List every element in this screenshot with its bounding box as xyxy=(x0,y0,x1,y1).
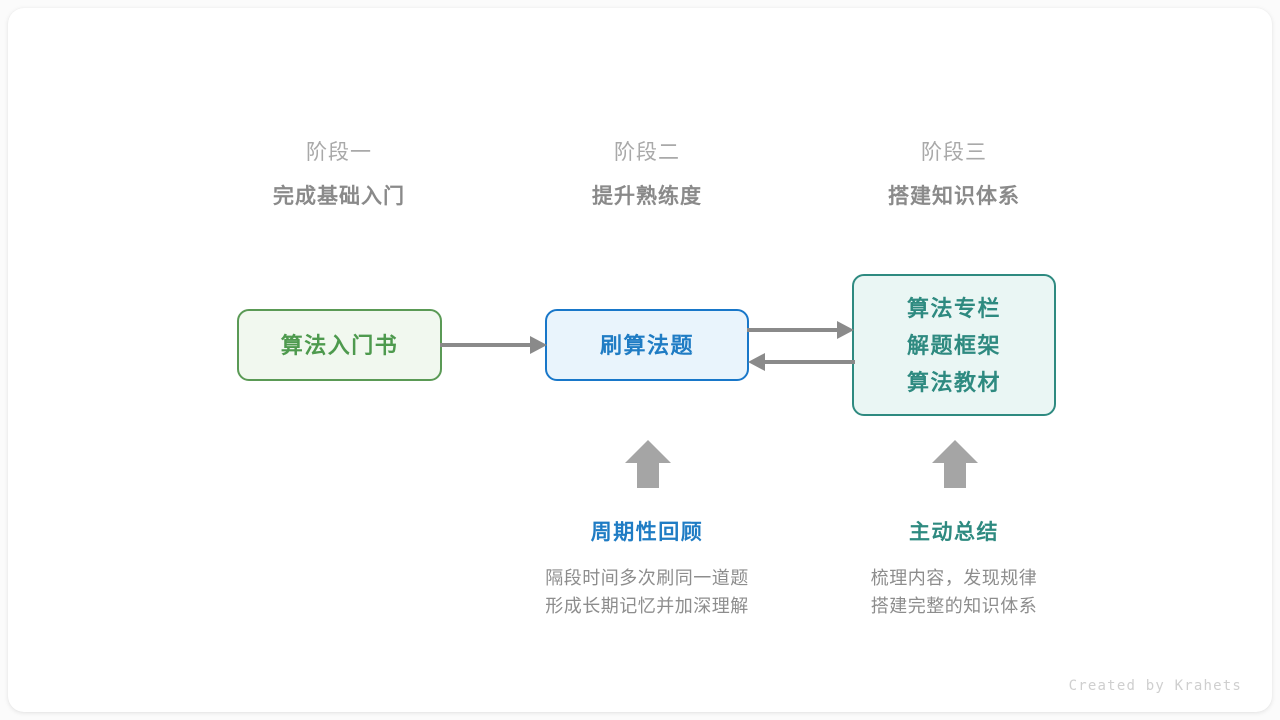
stage-header-1: 阶段一 完成基础入门 xyxy=(209,138,469,214)
node-label: 算法入门书 xyxy=(280,332,399,358)
node-practice-problems[interactable]: 刷算法题 xyxy=(545,309,749,381)
note-description: 梳理内容，发现规律 搭建完整的知识体系 xyxy=(804,564,1104,620)
node-label-line-2: 解题框架 xyxy=(906,332,1001,358)
stage-index-label: 阶段三 xyxy=(921,141,987,164)
note-description: 隔段时间多次刷同一道题 形成长期记忆并加深理解 xyxy=(497,564,797,620)
connector-practice-to-resources xyxy=(747,321,854,339)
note-description-line-2: 形成长期记忆并加深理解 xyxy=(545,596,749,616)
node-label-line-3: 算法教材 xyxy=(906,369,1001,395)
up-arrow-icon xyxy=(932,440,978,488)
credit-text: Created by Krahets xyxy=(1068,678,1242,694)
node-intro-book[interactable]: 算法入门书 xyxy=(237,309,442,381)
note-description-line-1: 隔段时间多次刷同一道题 xyxy=(545,568,749,588)
node-knowledge-resources[interactable]: 算法专栏 解题框架 算法教材 xyxy=(852,274,1056,416)
stage-title: 提升熟练度 xyxy=(592,185,702,208)
stage-index-label: 阶段一 xyxy=(306,141,372,164)
note-description-line-2: 搭建完整的知识体系 xyxy=(870,596,1038,616)
diagram-canvas: 阶段一 完成基础入门 阶段二 提升熟练度 阶段三 搭建知识体系 算法入门书 刷算… xyxy=(8,8,1272,712)
connector-book-to-practice xyxy=(440,336,547,354)
note-title: 主动总结 xyxy=(909,521,999,544)
connector-resources-to-practice xyxy=(748,353,855,371)
node-label-line-1: 算法专栏 xyxy=(906,295,1001,321)
stage-header-2: 阶段二 提升熟练度 xyxy=(517,138,777,214)
stage-title: 搭建知识体系 xyxy=(888,185,1020,208)
note-title: 周期性回顾 xyxy=(590,521,704,544)
node-label: 刷算法题 xyxy=(599,332,694,358)
up-arrow-icon xyxy=(625,440,671,488)
note-periodic-review: 周期性回顾 隔段时间多次刷同一道题 形成长期记忆并加深理解 xyxy=(497,518,797,620)
stage-header-3: 阶段三 搭建知识体系 xyxy=(824,138,1084,214)
stage-index-label: 阶段二 xyxy=(614,141,680,164)
note-description-line-1: 梳理内容，发现规律 xyxy=(870,568,1038,588)
note-active-summary: 主动总结 梳理内容，发现规律 搭建完整的知识体系 xyxy=(804,518,1104,620)
stage-title: 完成基础入门 xyxy=(273,185,405,208)
